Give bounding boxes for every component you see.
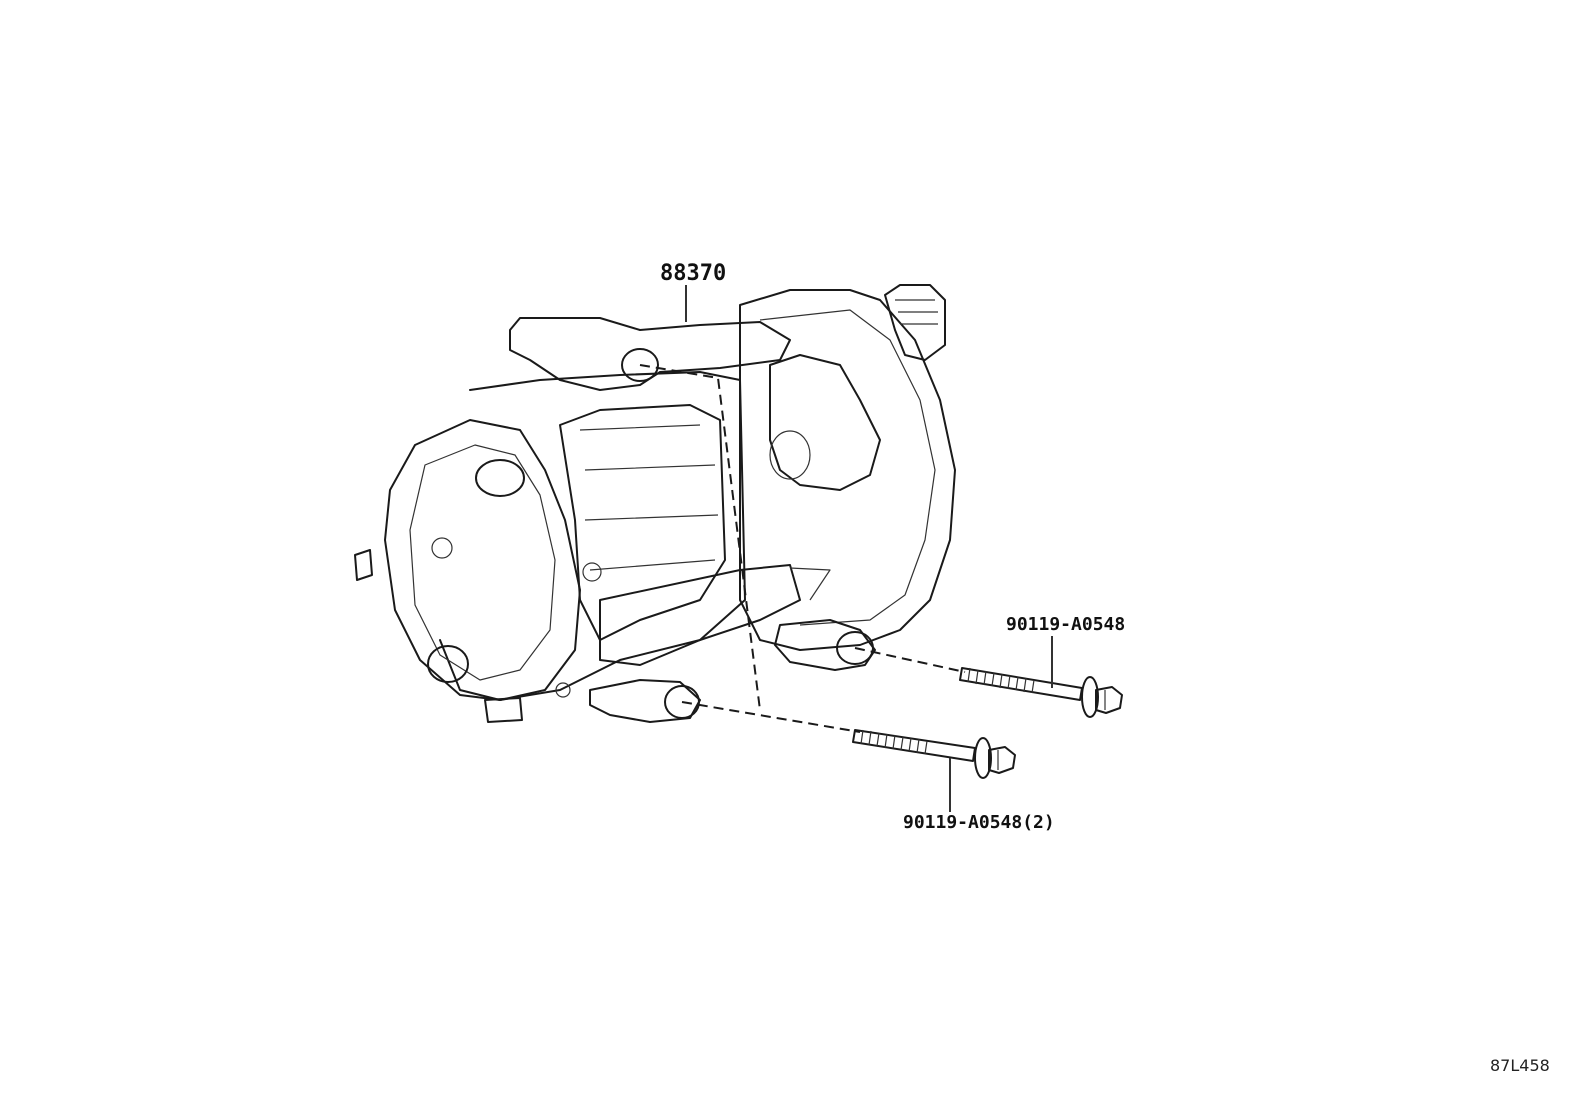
leader-lines: [685, 285, 1053, 812]
bolt-lower-part-number: 90119-A0548(2): [903, 812, 1055, 833]
bolt-upper: [959, 667, 1123, 718]
bolt-upper-part-number: 90119-A0548: [1006, 614, 1125, 635]
bolt-lower: [852, 729, 1016, 779]
electrical-connector: [884, 284, 946, 361]
mounting-guides: [639, 364, 966, 733]
compressor-part-number: 88370: [660, 261, 726, 286]
compressor-assembly: [354, 284, 956, 723]
diagram-code: 87L458: [1490, 1056, 1550, 1075]
